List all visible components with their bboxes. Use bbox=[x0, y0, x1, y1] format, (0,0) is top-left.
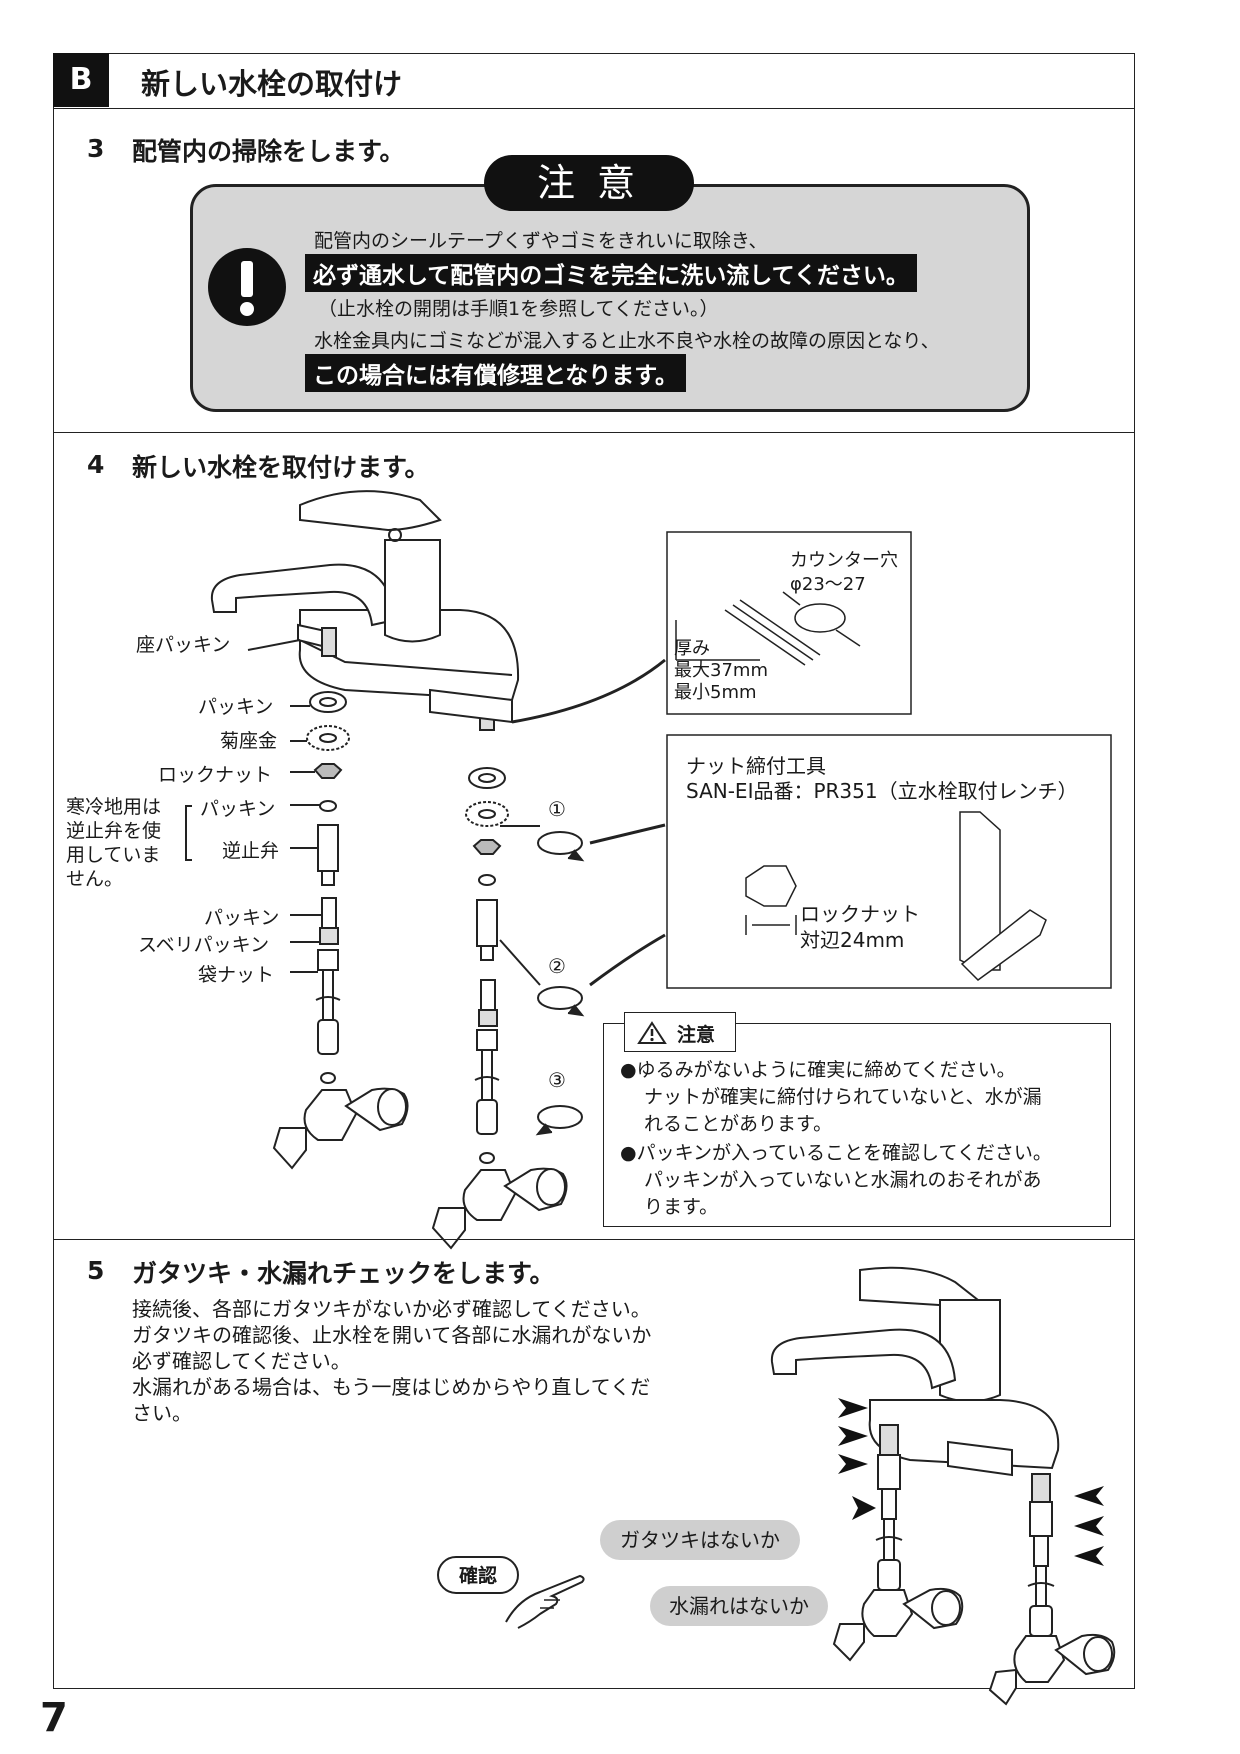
note-line-2: ナットが確実に締付けられていないと、水が漏 bbox=[644, 1086, 1042, 1108]
step5-line-1: 接続後、各部にガタツキがないか必ず確認してください。 bbox=[132, 1297, 651, 1321]
counter-diameter: φ23～27 bbox=[790, 574, 866, 595]
circled-number-2: ② bbox=[548, 954, 566, 978]
check-rattle-bubble: ガタツキはないか bbox=[600, 1520, 800, 1560]
label-slip-packing: スベリパッキン bbox=[138, 934, 270, 956]
caution-line-3: 水栓金具内にゴミなどが混入すると止水不良や水栓の故障の原因となり、 bbox=[314, 330, 940, 352]
label-kiku-washer: 菊座金 bbox=[220, 730, 278, 752]
note-tab: 注意 bbox=[624, 1012, 736, 1052]
cold-note-4: せん。 bbox=[66, 868, 124, 890]
note-line-6: ります。 bbox=[644, 1196, 719, 1218]
step4-title: 新しい水栓を取付けます。 bbox=[132, 453, 430, 482]
cold-note-3: 用していま bbox=[66, 844, 161, 866]
label-check-valve: 逆止弁 bbox=[222, 840, 280, 862]
step5-line-4: 水漏れがある場合は、もう一度はじめからやり直してくだ bbox=[132, 1375, 651, 1399]
circled-number-1: ① bbox=[548, 797, 566, 821]
check-leak-bubble: 水漏れはないか bbox=[650, 1586, 828, 1626]
divider bbox=[53, 432, 1135, 433]
pointing-hand-icon bbox=[505, 1574, 585, 1629]
tool-size: 対辺24mm bbox=[800, 928, 905, 952]
label-packing-3: パッキン bbox=[204, 907, 280, 929]
step5-title: ガタツキ・水漏れチェックをします。 bbox=[132, 1259, 555, 1288]
step5-line-2: ガタツキの確認後、止水栓を開いて各部に水漏れがないか bbox=[132, 1323, 652, 1347]
note-line-3: れることがあります。 bbox=[644, 1113, 833, 1135]
counter-hole-label: カウンター穴 bbox=[790, 550, 898, 571]
note-box bbox=[603, 1023, 1111, 1227]
warning-triangle-icon bbox=[637, 1021, 667, 1044]
counter-thickness: 厚み bbox=[674, 638, 710, 659]
tool-part-number: SAN-EI品番：PR351（立水栓取付レンチ） bbox=[686, 779, 1078, 803]
step4-number: 4 bbox=[87, 450, 105, 479]
caution-line-1: 配管内のシールテープくずやゴミをきれいに取除き、 bbox=[314, 230, 768, 252]
note-line-1: ●ゆるみがないように確実に締めてください。 bbox=[620, 1059, 1016, 1081]
caution-line-2: （止水栓の開閉は手順1を参照してください。） bbox=[318, 298, 719, 320]
counter-min: 最小5mm bbox=[674, 682, 757, 703]
confirm-badge: 確認 bbox=[437, 1556, 519, 1594]
circled-number-3: ③ bbox=[548, 1068, 566, 1092]
section-title: 新しい水栓の取付け bbox=[141, 67, 403, 101]
note-line-4: ●パッキンが入っていることを確認してください。 bbox=[620, 1142, 1052, 1164]
cold-note-1: 寒冷地用は bbox=[66, 796, 162, 818]
cold-note-2: 逆止弁を使 bbox=[66, 820, 162, 842]
caution-highlight-2: この場合には有償修理となります。 bbox=[305, 354, 687, 392]
label-packing-1: パッキン bbox=[198, 696, 274, 718]
divider bbox=[53, 1239, 1135, 1240]
exclamation-icon bbox=[208, 248, 286, 326]
label-cap-nut: 袋ナット bbox=[198, 964, 275, 986]
note-line-5: パッキンが入っていないと水漏れのおそれがあ bbox=[644, 1169, 1042, 1191]
tool-lock-nut: ロックナット bbox=[800, 902, 920, 926]
page-number: 7 bbox=[40, 1695, 68, 1741]
section-header: B 新しい水栓の取付け bbox=[53, 53, 1135, 109]
step5-line-5: さい。 bbox=[132, 1401, 192, 1425]
label-lock-nut: ロックナット bbox=[158, 764, 273, 786]
label-packing-2: パッキン bbox=[200, 798, 276, 820]
note-title: 注意 bbox=[677, 1024, 716, 1046]
step5-number: 5 bbox=[87, 1256, 105, 1285]
page-frame bbox=[53, 53, 1135, 1689]
caution-highlight-1: 必ず通水して配管内のゴミを完全に洗い流してください。 bbox=[305, 254, 917, 292]
label-seat-packing: 座パッキン bbox=[136, 634, 231, 656]
step3-number: 3 bbox=[87, 134, 105, 163]
tool-title: ナット締付工具 bbox=[686, 754, 826, 778]
step3-title: 配管内の掃除をします。 bbox=[132, 137, 405, 166]
caution-label: 注意 bbox=[484, 155, 694, 211]
step5-line-3: 必ず確認してください。 bbox=[132, 1349, 351, 1373]
section-letter: B bbox=[53, 53, 109, 107]
counter-max: 最大37mm bbox=[674, 660, 768, 681]
